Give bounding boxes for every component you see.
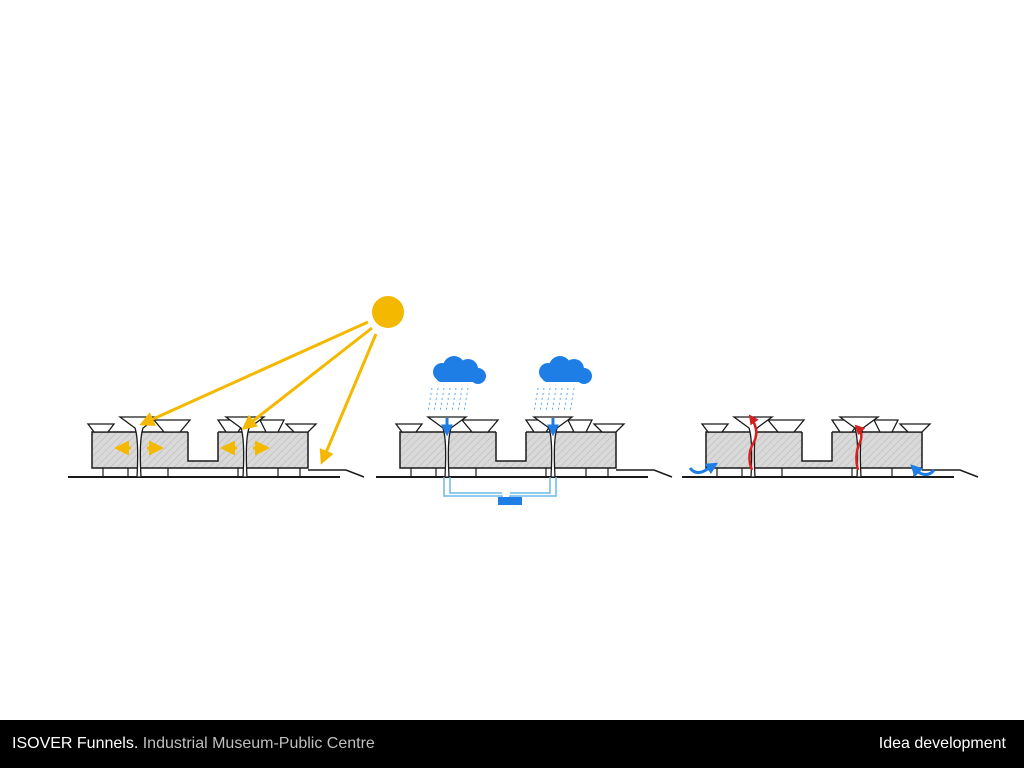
diagram-canvas [67, 296, 979, 505]
footer-bar: ISOVER Funnels. Industrial Museum-Public… [0, 720, 1024, 768]
footer-section-label: Idea development [878, 735, 1006, 752]
footer-subtitle: Industrial Museum-Public Centre [142, 735, 375, 752]
rain-cloud-icon [433, 356, 592, 384]
rainwater-panel [375, 356, 673, 505]
water-tank [498, 497, 522, 505]
footer-title-group: ISOVER Funnels. Industrial Museum-Public… [12, 720, 375, 768]
ventilation-panel [681, 414, 979, 478]
footer-title: ISOVER Funnels. [12, 735, 139, 752]
airflow-icon [748, 414, 866, 471]
sun-icon [372, 296, 404, 328]
sunlight-panel [67, 296, 404, 478]
